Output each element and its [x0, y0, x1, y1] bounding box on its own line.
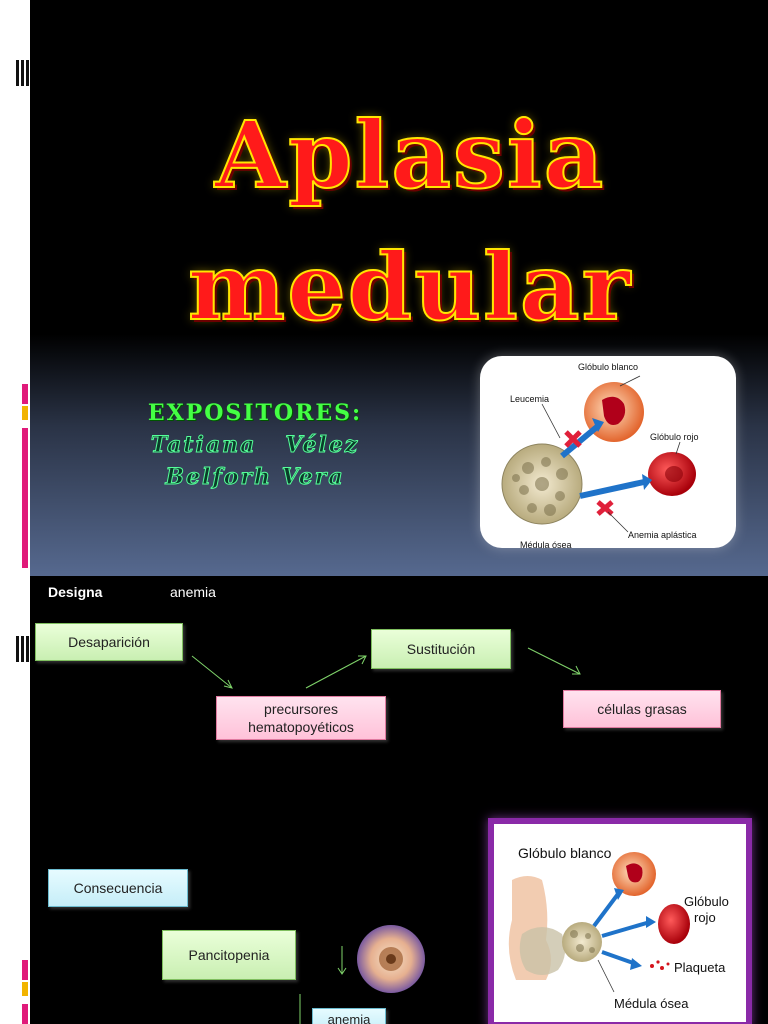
bone-marrow-diagram-svg: Glóbulo blanco Leucemia Glóbulo rojo Ane… [501, 362, 699, 548]
presenter-name-2: Belforh Vera [165, 464, 345, 491]
label-bone-marrow: Médula ósea [614, 996, 689, 1011]
bar-glyph-icon [16, 636, 30, 662]
box-desaparicion: Desaparición [35, 623, 183, 661]
presenter-name-1: Tatiana Vélez [150, 432, 360, 459]
label-platelet: Plaqueta [674, 960, 726, 975]
box-consecuencia: Consecuencia [48, 869, 188, 907]
box-precursores: precursores hematopoyéticos [216, 696, 386, 740]
box-pancitopenia: Pancitopenia [162, 930, 296, 980]
label-red-cell-1: Glóbulo [684, 894, 729, 909]
pelvis-icon [519, 927, 566, 975]
label-aplastic-anemia: Anemia aplástica [628, 530, 697, 540]
platelet-icon [650, 960, 670, 970]
title-slide: Aplasia medular EXPOSITORES: Tatiana Vél… [0, 0, 768, 576]
bone-marrow-diagram: Glóbulo blanco Leucemia Glóbulo rojo Ane… [480, 356, 736, 548]
blood-cells-diagram: Glóbulo blanco Glóbulo rojo Plaqueta Méd… [488, 818, 752, 1024]
accent-bar-pink-long [22, 1004, 28, 1024]
bar-glyph-icon [16, 60, 30, 86]
title-line-2: medular [187, 232, 633, 342]
accent-bar-pink [22, 960, 28, 980]
bone-marrow-icon [562, 922, 602, 962]
label-red-cell: Glóbulo rojo [650, 432, 699, 442]
presenters-heading: EXPOSITORES: [147, 400, 363, 426]
anemia-label: anemia [170, 584, 216, 600]
accent-bar-yellow [22, 982, 28, 996]
concept-slide: Designa anemia Desaparición Sustitución … [0, 576, 768, 1024]
flow-arrows [191, 647, 581, 1024]
box-anemia: anemia [312, 1008, 386, 1024]
label-white-cell: Glóbulo blanco [518, 845, 612, 861]
cell-icon [357, 925, 425, 993]
blood-cells-diagram-svg: Glóbulo blanco Glóbulo rojo Plaqueta Méd… [508, 845, 729, 1011]
label-bone-marrow: Médula ósea [520, 540, 572, 548]
left-strip [0, 576, 30, 1024]
box-sustitucion: Sustitución [371, 629, 511, 669]
accent-bar-yellow [22, 406, 28, 420]
label-leukemia: Leucemia [510, 394, 549, 404]
designa-label: Designa [48, 584, 103, 600]
title-line-1: Aplasia [214, 100, 606, 210]
accent-bar-pink-long [22, 428, 28, 568]
label-red-cell-2: rojo [694, 910, 716, 925]
accent-bar-pink [22, 384, 28, 404]
label-white-cell: Glóbulo blanco [578, 362, 638, 372]
red-blood-cell-icon [658, 904, 690, 944]
box-celulas-grasas: células grasas [563, 690, 721, 728]
